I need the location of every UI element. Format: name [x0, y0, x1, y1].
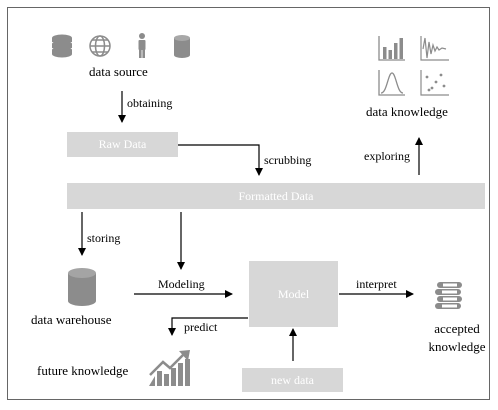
database-icon	[68, 268, 96, 306]
raw-data-box: Raw Data	[67, 132, 178, 157]
formatted-data-box: Formatted Data	[67, 183, 485, 209]
person-icon	[138, 33, 146, 58]
modeling-label: Modeling	[158, 277, 205, 291]
accepted-knowledge-label-line1: accepted	[434, 321, 480, 336]
storing-label: storing	[87, 231, 121, 245]
bar-chart-icon	[378, 36, 405, 61]
model-box: Model	[249, 261, 338, 327]
data-source-label: data source	[89, 64, 148, 79]
accepted-knowledge-label-line2: knowledge	[428, 339, 486, 354]
trend-up-chart-icon	[149, 350, 190, 386]
damped-wave-icon	[420, 36, 449, 61]
scrubbing-label: scrubbing	[264, 153, 312, 167]
new-data-box: new data	[242, 368, 343, 392]
bell-curve-icon	[378, 70, 405, 96]
exploring-label: exploring	[364, 149, 410, 163]
books-stack-icon	[435, 282, 462, 309]
arrow-raw-to-formatted	[178, 144, 263, 176]
future-knowledge-label: future knowledge	[37, 363, 129, 378]
cylinder-icon	[174, 35, 190, 58]
arrow-model-to-future	[168, 317, 248, 336]
database-stack-icon	[52, 34, 72, 58]
data-warehouse-label: data warehouse	[31, 312, 112, 327]
scatter-plot-icon	[420, 70, 449, 96]
predict-label: predict	[184, 320, 218, 334]
globe-icon	[89, 35, 111, 57]
interpret-label: interpret	[356, 277, 397, 291]
obtaining-label: obtaining	[127, 96, 173, 110]
data-knowledge-label: data knowledge	[366, 104, 448, 119]
